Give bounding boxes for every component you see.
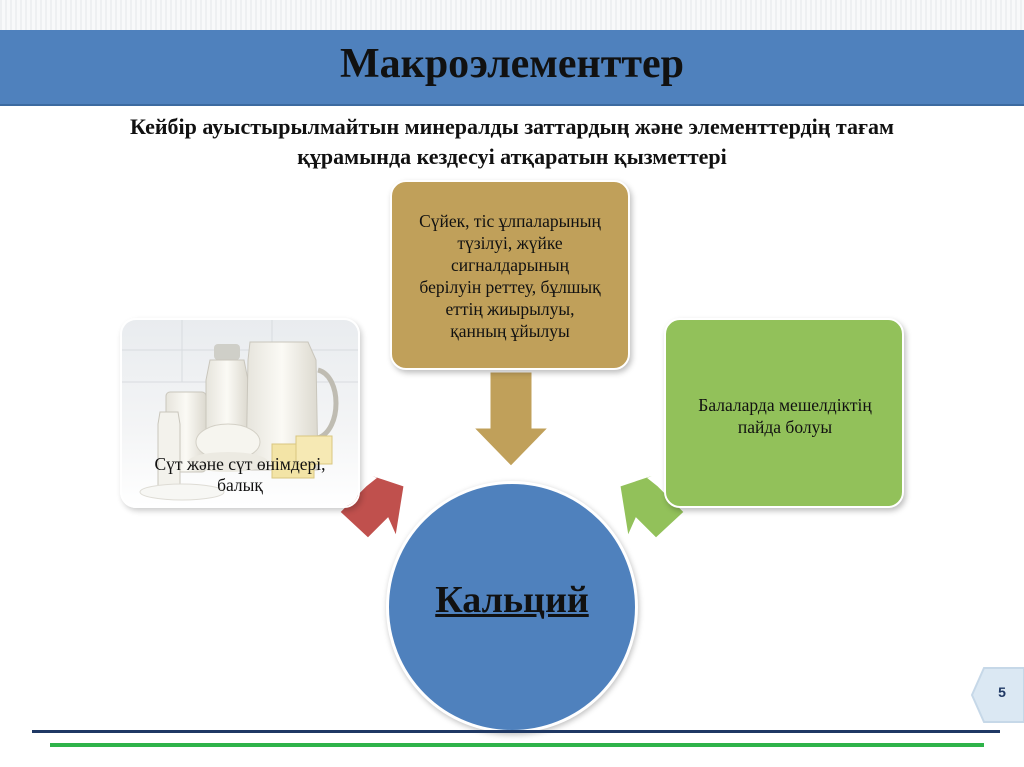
top-box-line-2: түзілуі, жүйке — [457, 233, 563, 253]
left-box-dairy-image — [120, 318, 360, 508]
top-box-line-6: қанның ұйылуы — [450, 321, 570, 341]
top-box-functions: Сүйек, тіс ұлпаларының түзілуі, жүйке си… — [390, 180, 630, 370]
top-box-line-3: сигналдарының — [451, 255, 569, 275]
arrow-right-diagonal — [619, 469, 685, 539]
left-box-caption: Сүт және сүт өнімдері, балық — [120, 454, 360, 496]
arrow-left-diagonal — [339, 469, 405, 539]
right-box-text: Балаларда мешелдіктің пайда болуы — [674, 394, 896, 438]
dairy-products-photo-icon — [122, 320, 358, 506]
subtitle-line-1: Кейбір ауыстырылмайтын минералды заттард… — [130, 114, 894, 139]
top-decorative-strip — [0, 0, 1024, 30]
top-box-line-5: еттің жиырылуы, — [445, 299, 575, 319]
footer-line-green — [50, 743, 984, 747]
top-box-text: Сүйек, тіс ұлпаларының түзілуі, жүйке си… — [398, 210, 622, 342]
subtitle-line-2: құрамында кездесуі атқаратын қызметтері — [297, 144, 727, 169]
slide-subtitle: Кейбір ауыстырылмайтын минералды заттард… — [40, 112, 984, 172]
title-bar — [0, 30, 1024, 106]
page-number: 5 — [998, 684, 1006, 700]
left-box-line-1: Сүт және сүт өнімдері, — [154, 454, 326, 474]
center-label: Кальций — [435, 579, 589, 621]
arrow-top-down — [472, 371, 550, 467]
right-box-line-2: пайда болуы — [737, 417, 833, 437]
right-box-deficiency: Балаларда мешелдіктің пайда болуы — [664, 318, 904, 508]
right-box-line-1: Балаларда мешелдіктің — [698, 395, 872, 415]
footer-line-navy — [32, 730, 1000, 733]
top-box-line-4: берілуін реттеу, бұлшық — [419, 277, 601, 297]
top-box-line-1: Сүйек, тіс ұлпаларының — [419, 211, 601, 231]
slide-title: Макроэлементтер — [339, 41, 685, 87]
page-number-badge-icon — [970, 667, 1024, 723]
left-box-line-2: балық — [217, 475, 263, 495]
